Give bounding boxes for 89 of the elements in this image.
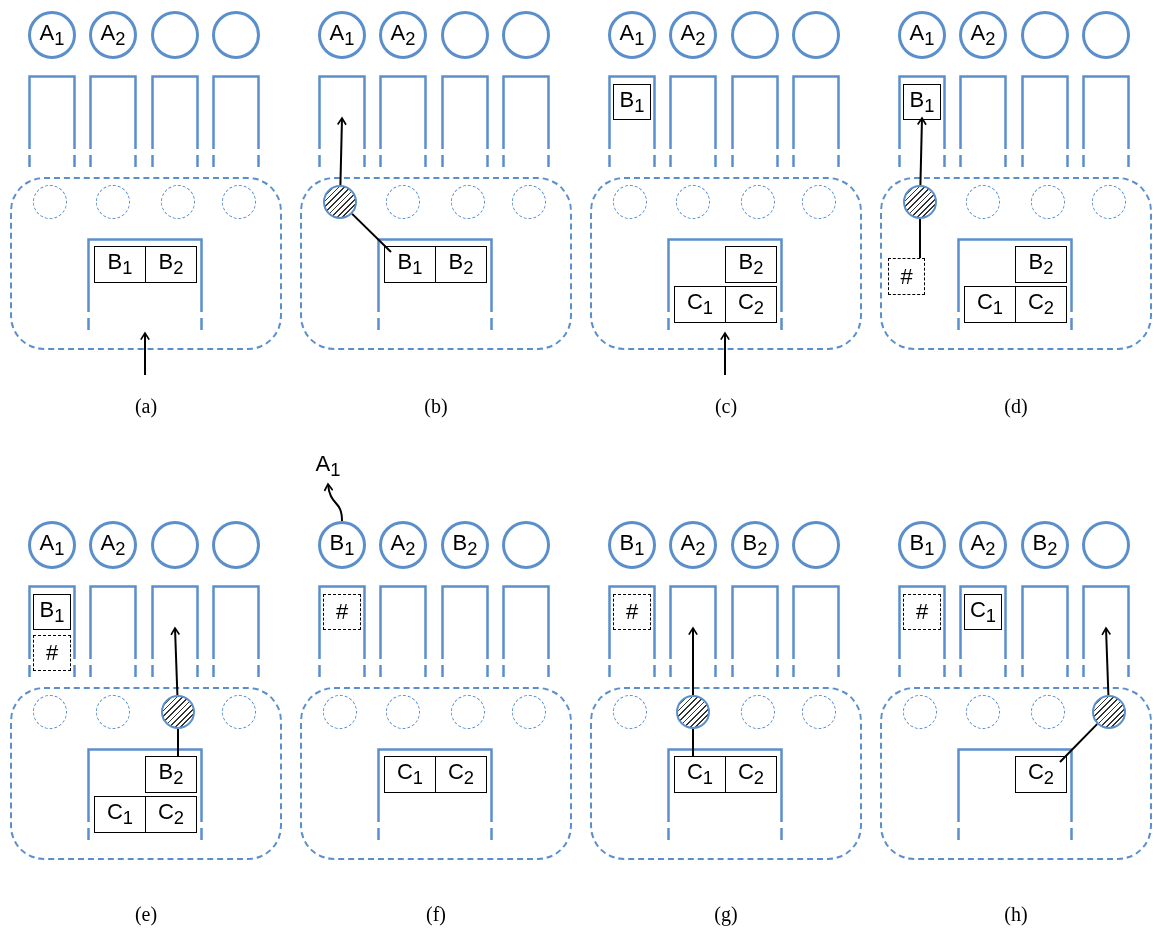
item-box: C$_{1}$ — [964, 594, 1002, 630]
slot-circle: A$_{2}$ — [669, 521, 717, 569]
slot-circle: A$_{1}$ — [608, 11, 656, 59]
unit-frame — [10, 177, 282, 350]
node-label: A$_{1}$ — [306, 450, 350, 482]
unit-frame — [590, 687, 862, 860]
item-box: B$_{1}$ — [613, 84, 651, 120]
arrow — [140, 332, 150, 376]
item-box: B$_{1}$ — [903, 84, 941, 120]
panel-caption: (c) — [713, 395, 739, 418]
item-box: C$_{2}$ — [725, 756, 777, 793]
item-box: C$_{2}$ — [145, 796, 197, 833]
unit-frame — [300, 687, 572, 860]
item-box: B$_{2}$ — [435, 246, 487, 283]
slot-circle: A$_{2}$ — [89, 521, 137, 569]
item-box: C$_{2}$ — [435, 756, 487, 793]
slot-circle — [151, 521, 199, 569]
slot-circle: B$_{2}$ — [731, 521, 779, 569]
slot-circle — [212, 11, 260, 59]
slot-circle: A$_{2}$ — [959, 11, 1007, 59]
item-box: C$_{2}$ — [725, 286, 777, 323]
item-box: B$_{2}$ — [145, 246, 197, 283]
slot-circle: A$_{1}$ — [318, 11, 366, 59]
slot-circle: A$_{2}$ — [89, 11, 137, 59]
item-box: C$_{1}$ — [674, 286, 726, 323]
arrow — [1101, 627, 1112, 696]
hatched-port-circle — [676, 695, 710, 729]
slot-circle: A$_{1}$ — [898, 11, 946, 59]
placeholder-box: # — [323, 594, 361, 630]
arrow — [916, 117, 927, 186]
slot-circle — [792, 11, 840, 59]
slot-circle — [151, 11, 199, 59]
slot-circle — [441, 11, 489, 59]
slot-circle — [502, 11, 550, 59]
item-box: B$_{2}$ — [145, 756, 197, 793]
slot-circle — [1021, 11, 1069, 59]
unit-frame — [880, 177, 1152, 350]
panel-caption: (a) — [133, 395, 159, 418]
unit-frame — [880, 687, 1152, 860]
slot-circle: A$_{1}$ — [28, 521, 76, 569]
slot-circle: A$_{2}$ — [379, 11, 427, 59]
arrow — [688, 627, 698, 696]
item-box: B$_{1}$ — [384, 246, 436, 283]
panel-caption: (b) — [423, 395, 449, 418]
slot-circle: B$_{1}$ — [318, 521, 366, 569]
item-box: B$_{1}$ — [33, 594, 71, 630]
arrow — [170, 627, 181, 696]
slot-circle: B$_{2}$ — [1021, 521, 1069, 569]
slot-circle — [792, 521, 840, 569]
slot-circle — [1082, 521, 1130, 569]
slot-circle: B$_{1}$ — [608, 521, 656, 569]
hatched-port-circle — [161, 695, 195, 729]
arrow — [336, 117, 347, 186]
hatched-port-circle — [903, 185, 937, 219]
unit-frame — [300, 177, 572, 350]
arrow — [323, 483, 343, 522]
placeholder-box: # — [903, 594, 941, 630]
slot-circle: A$_{2}$ — [959, 521, 1007, 569]
arrow — [720, 332, 730, 376]
slot-circle — [731, 11, 779, 59]
slot-circle — [1082, 11, 1130, 59]
item-box: C$_{1}$ — [674, 756, 726, 793]
item-box: B$_{1}$ — [94, 246, 146, 283]
slot-circle: B$_{1}$ — [898, 521, 946, 569]
panel-caption: (g) — [713, 903, 739, 926]
placeholder-box: # — [613, 594, 651, 630]
slot-circle — [212, 521, 260, 569]
item-box: B$_{2}$ — [1015, 246, 1067, 283]
item-box: C$_{1}$ — [964, 286, 1016, 323]
slot-circle: A$_{2}$ — [379, 521, 427, 569]
item-box: C$_{1}$ — [384, 756, 436, 793]
item-box: B$_{2}$ — [725, 246, 777, 283]
panel-caption: (d) — [1003, 395, 1029, 418]
item-box: C$_{2}$ — [1015, 286, 1067, 323]
panel-caption: (f) — [425, 903, 447, 926]
item-box: C$_{1}$ — [94, 796, 146, 833]
item-box: C$_{2}$ — [1015, 756, 1067, 793]
panel-caption: (h) — [1003, 903, 1029, 926]
slot-circle: A$_{2}$ — [669, 11, 717, 59]
placeholder-box: # — [888, 258, 925, 295]
hatched-port-circle — [1092, 695, 1126, 729]
slot-circle — [502, 521, 550, 569]
unit-frame — [590, 177, 862, 350]
slot-circle: A$_{1}$ — [28, 11, 76, 59]
slot-circle: B$_{2}$ — [441, 521, 489, 569]
panel-caption: (e) — [133, 903, 159, 926]
placeholder-box: # — [33, 635, 71, 671]
unit-frame — [10, 687, 282, 860]
hatched-port-circle — [323, 185, 357, 219]
